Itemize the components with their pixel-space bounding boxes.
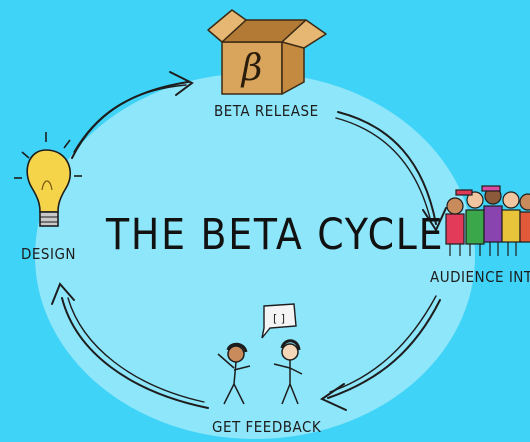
- person-left: [217, 342, 251, 405]
- person-right: [273, 339, 303, 405]
- label-audience: AUDIENCE INTO: [430, 268, 530, 286]
- speech-bubble-icon: [ ]: [261, 303, 297, 339]
- cycle-ellipse: [35, 73, 475, 439]
- cycle-arrows: [51, 71, 447, 411]
- beta-symbol: β: [240, 48, 263, 89]
- label-design: DESIGN: [21, 245, 77, 263]
- label-beta-release: BETA RELEASE: [214, 102, 319, 120]
- two-people-icon: [217, 339, 303, 405]
- arrow-audience-to-feedback: [319, 295, 441, 411]
- arrow-release-to-audience: [335, 111, 447, 233]
- arrow-design-to-release: [71, 71, 194, 159]
- arrow-feedback-to-design: [51, 282, 209, 409]
- lightbulb-icon: [14, 132, 82, 227]
- crowd-icon: [445, 185, 530, 256]
- beta-box-icon: β: [207, 9, 327, 95]
- diagram-title: THE BETA CYCLE: [106, 210, 445, 260]
- svg-text:[ ]: [ ]: [273, 312, 285, 325]
- label-get-feedback: GET FEEDBACK: [212, 418, 322, 436]
